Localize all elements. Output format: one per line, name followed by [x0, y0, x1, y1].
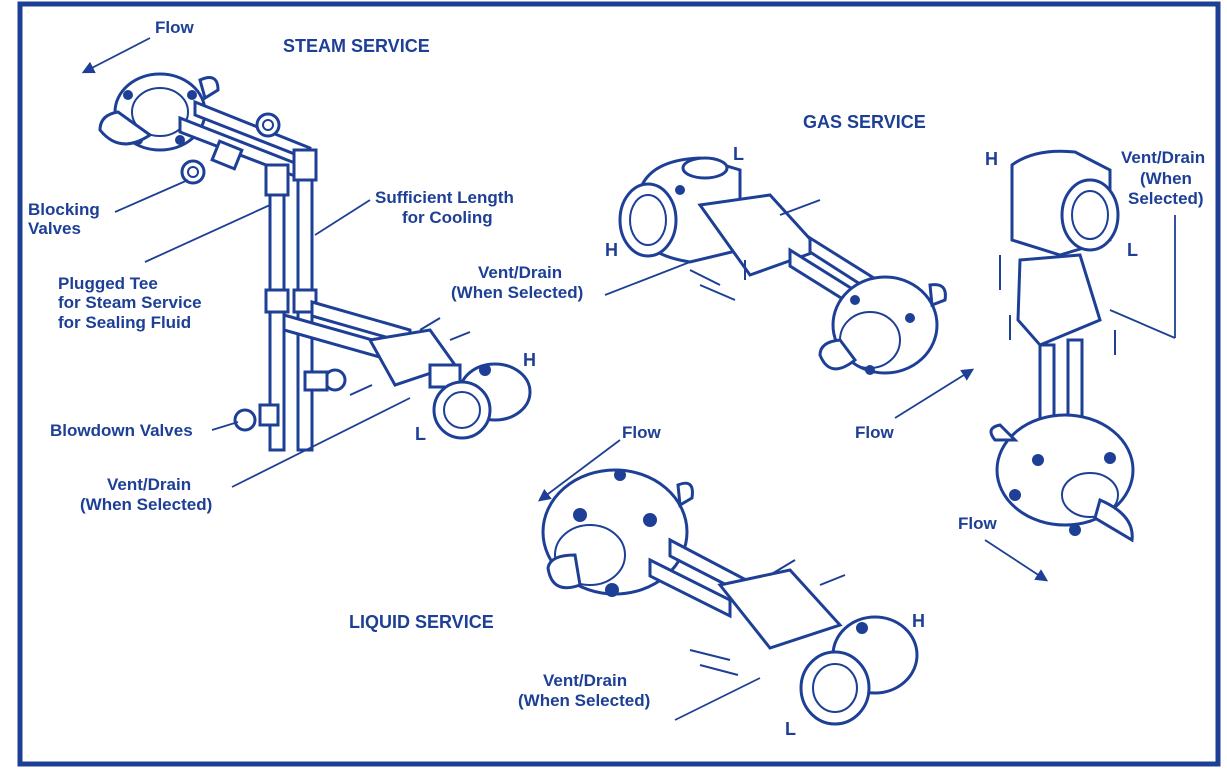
steam-low-label: L: [415, 424, 426, 444]
liquid-manifold: [717, 568, 843, 650]
blowdown-valve-handwheel: [233, 408, 257, 432]
steam-vent-label-line2: (When Selected): [80, 495, 212, 514]
liquid-high-label: H: [912, 611, 925, 631]
gas-service-title: GAS SERVICE: [803, 112, 926, 132]
gas-flow-arrow-down: [984, 539, 1049, 582]
liquid-flow-arrow: [537, 439, 621, 502]
blocking-valves-label-line1: Blocking: [28, 200, 100, 219]
blocking-valves-label-line2: Valves: [28, 219, 81, 238]
gas-right-vent-label-line3: Selected): [1128, 189, 1204, 208]
steam-valve-manifold: [349, 317, 471, 396]
gas-transmitter-right: [1010, 149, 1120, 257]
plugged-tee-label-line1: Plugged Tee: [58, 274, 158, 293]
steam-flow-arrow: [81, 37, 151, 74]
liquid-vent-label-line2: (When Selected): [518, 691, 650, 710]
liquid-transmitter: [799, 615, 919, 726]
steam-transmitter: [432, 362, 532, 440]
diagram-border: [17, 1, 1221, 767]
steam-high-label: H: [523, 350, 536, 370]
gas-transmitter-left: [618, 156, 742, 264]
liquid-vent-label-line1: Vent/Drain: [543, 671, 627, 690]
gas-flow-down-label: Flow: [958, 514, 997, 533]
plugged-tee-label-line2: for Steam Service: [58, 293, 202, 312]
gas-orifice-flange-left: [818, 275, 947, 375]
gas-right-high-label: H: [985, 149, 998, 169]
gas-right-vent-label-line2: (When: [1140, 169, 1192, 188]
cooling-label-line2: for Cooling: [402, 208, 493, 227]
blocking-valve-handwheel: [180, 159, 206, 185]
cooling-label-line1: Sufficient Length: [375, 188, 514, 207]
liquid-service-title: LIQUID SERVICE: [349, 612, 494, 632]
gas-service-vertical-assembly: [894, 149, 1176, 582]
gas-left-high-label: H: [605, 240, 618, 260]
plugged-tee-label-line3: for Sealing Fluid: [58, 313, 191, 332]
liquid-service-assembly: [537, 439, 919, 726]
gas-flow-up-label: Flow: [855, 423, 894, 442]
gas-left-vent-label-line1: Vent/Drain: [478, 263, 562, 282]
gas-left-low-label: L: [733, 144, 744, 164]
gas-manifold-right: [1016, 253, 1102, 347]
steam-service-assembly: [81, 37, 532, 488]
gas-orifice-flange-right: [989, 413, 1135, 543]
steam-orifice-flange: [98, 72, 220, 152]
gas-flow-arrow-up: [894, 368, 975, 419]
gas-service-horizontal-assembly: [604, 156, 947, 375]
liquid-low-label: L: [785, 719, 796, 739]
liquid-flow-label: Flow: [622, 423, 661, 442]
gas-right-vent-label-line1: Vent/Drain: [1121, 148, 1205, 167]
gas-left-vent-label-line2: (When Selected): [451, 283, 583, 302]
steam-vent-label-line1: Vent/Drain: [107, 475, 191, 494]
steam-flow-label: Flow: [155, 18, 194, 37]
gas-right-low-label: L: [1127, 240, 1138, 260]
blowdown-valves-label: Blowdown Valves: [50, 421, 193, 440]
steam-service-title: STEAM SERVICE: [283, 36, 430, 56]
